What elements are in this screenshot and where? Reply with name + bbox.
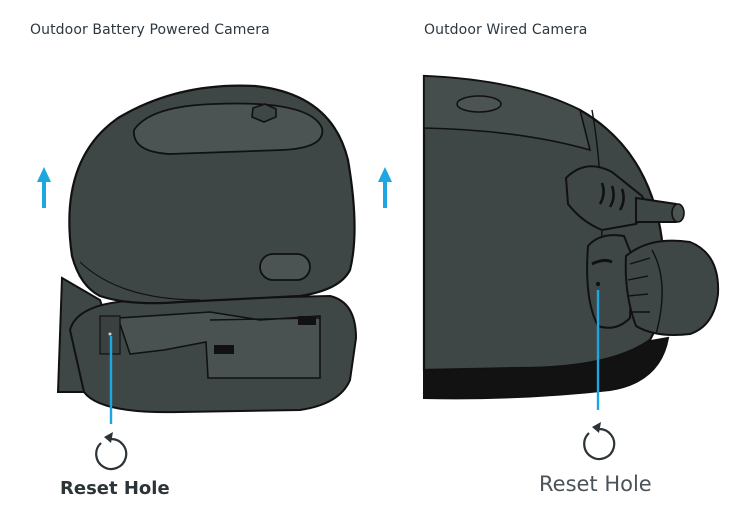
battery-camera-illustration bbox=[56, 84, 358, 414]
rotate-reset-icon bbox=[583, 422, 616, 461]
wired-camera-title: Outdoor Wired Camera bbox=[424, 22, 588, 38]
wired-camera-illustration bbox=[422, 74, 720, 400]
arrow-up-icon bbox=[37, 167, 51, 208]
battery-camera-title: Outdoor Battery Powered Camera bbox=[30, 22, 270, 38]
arrow-up-icon bbox=[378, 167, 392, 208]
rotate-reset-icon bbox=[95, 432, 128, 471]
battery-reset-hole-label: Reset Hole bbox=[60, 478, 170, 499]
wired-reset-hole-label: Reset Hole bbox=[539, 472, 652, 496]
